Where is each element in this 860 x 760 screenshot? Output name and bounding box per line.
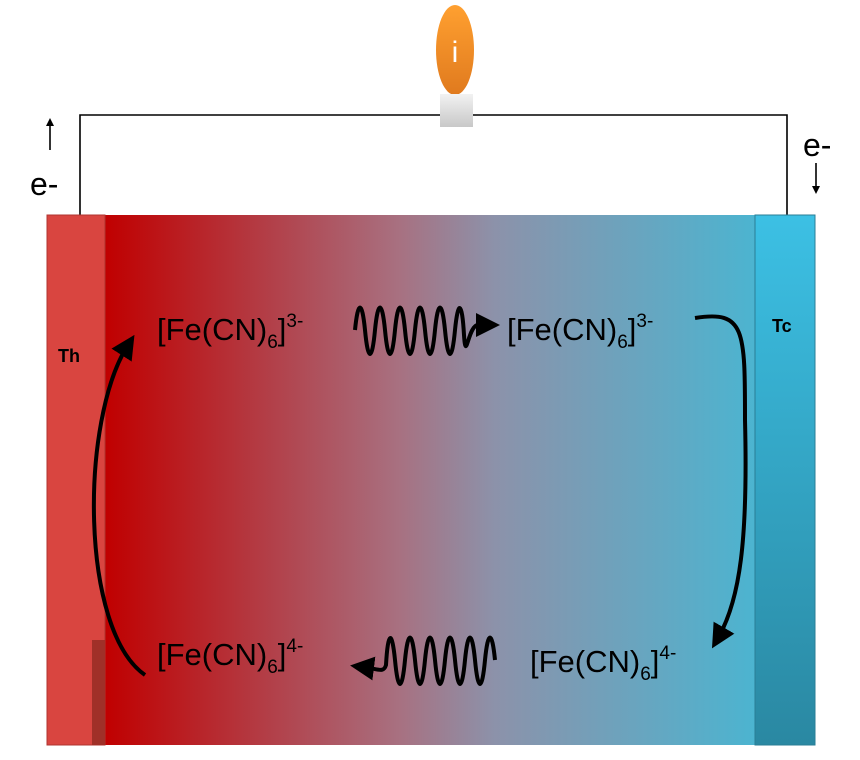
hot-electrode-shade xyxy=(92,640,105,745)
oxidation-curved-arrow-left xyxy=(91,334,147,677)
species-bottom-right: [Fe(CN)6]4- xyxy=(530,643,676,685)
cold-electrode xyxy=(754,214,816,746)
electrolyte-gradient xyxy=(105,215,755,745)
cold-electrode-label: Tc xyxy=(772,316,792,336)
species-bottom-left: [Fe(CN)6]4- xyxy=(157,636,303,678)
diffusion-wave-arrow-bottom xyxy=(350,635,497,686)
bulb-symbol: i xyxy=(452,36,459,69)
bulb-glass xyxy=(436,5,474,95)
electron-label-right: e- xyxy=(803,127,831,163)
reduction-curved-arrow-right xyxy=(694,314,748,649)
diffusion-wave-arrow-top xyxy=(353,305,500,356)
species-top-left: [Fe(CN)6]3- xyxy=(157,311,303,353)
electron-label-left: e- xyxy=(30,166,58,202)
light-bulb: i xyxy=(436,5,474,127)
external-circuit-wire xyxy=(79,114,788,215)
hot-electrode-label: Th xyxy=(58,346,80,366)
species-top-right: [Fe(CN)6]3- xyxy=(507,311,653,353)
bulb-base xyxy=(440,94,473,127)
